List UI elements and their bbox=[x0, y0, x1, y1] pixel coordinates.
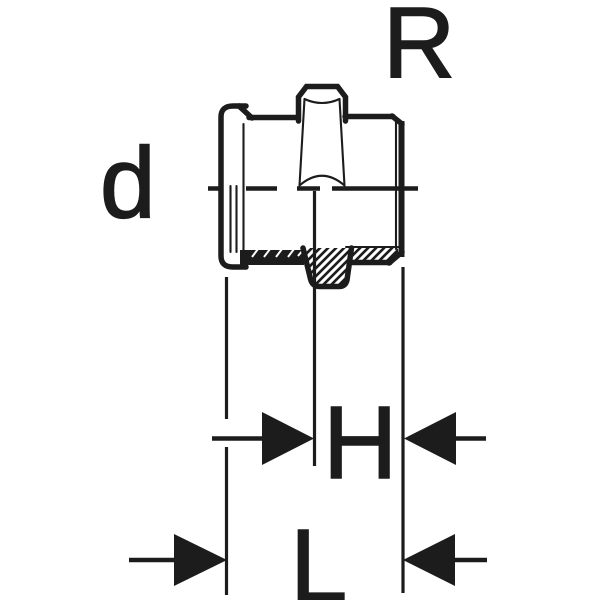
male-thread bbox=[342, 113, 405, 266]
dimension-L: L bbox=[129, 507, 487, 600]
dimension-label-height: H bbox=[323, 385, 397, 500]
bead-hollow bbox=[228, 253, 236, 261]
dimension-label-length: L bbox=[290, 508, 347, 600]
arrowhead-right-icon bbox=[174, 534, 227, 586]
label-diameter: d bbox=[100, 127, 156, 239]
socket-section-wall bbox=[228, 248, 304, 265]
label-thread: R bbox=[383, 0, 455, 99]
arrowhead-right-icon bbox=[262, 412, 314, 465]
press-socket-bead bbox=[218, 103, 255, 270]
arrowhead-left-icon bbox=[403, 534, 455, 586]
hex-section-hatched bbox=[300, 245, 355, 290]
hex-nut bbox=[295, 83, 349, 187]
extension-lines bbox=[224, 191, 405, 595]
dimension-H: H bbox=[212, 384, 486, 501]
fitting-body bbox=[218, 83, 405, 290]
arrowhead-left-icon bbox=[404, 412, 456, 465]
